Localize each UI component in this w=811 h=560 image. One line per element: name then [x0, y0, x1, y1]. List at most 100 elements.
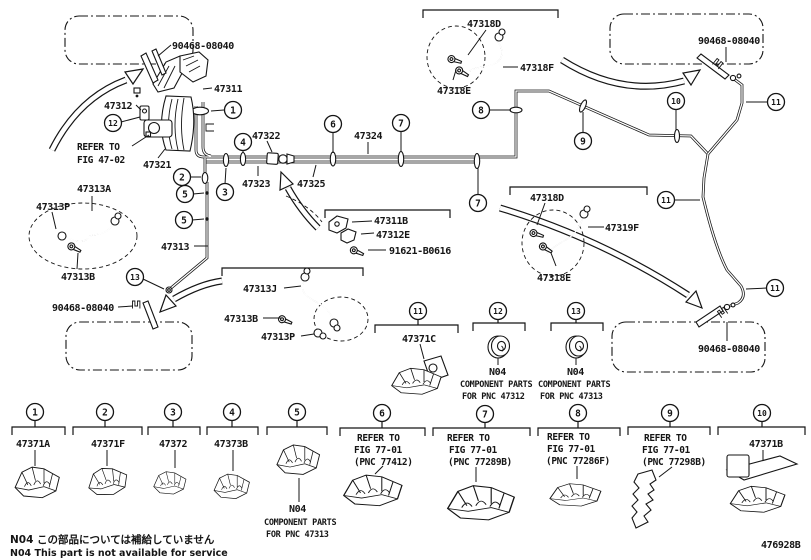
union-3 — [222, 152, 230, 168]
callout-10-num: 10 — [671, 97, 681, 106]
legend-6-refer: REFER TO — [357, 433, 400, 444]
label-47312E: 47312E — [376, 230, 410, 241]
legend-8-num: 8 — [575, 409, 581, 420]
clamp-point-9 — [578, 99, 588, 113]
pipe-unions — [165, 73, 742, 311]
callout-6-num: 6 — [330, 120, 336, 131]
label-47313J: 47313J — [243, 284, 277, 295]
part-47312-clip — [139, 105, 150, 121]
pipe-clip-point-5b — [205, 217, 209, 221]
pipe-end-bottom-right-2 — [730, 302, 736, 308]
label-47323: 47323 — [242, 179, 270, 190]
label-47318E-rear: 47318E — [537, 273, 571, 284]
bracket-g12 — [472, 320, 526, 331]
brake-pipe-network — [170, 77, 745, 308]
part-drawing-47371F — [86, 465, 129, 498]
label-47322: 47322 — [252, 131, 280, 142]
leader-lines — [51, 29, 768, 365]
detail-12-n04: N04 — [489, 367, 506, 378]
stud-bolt-rear-right — [695, 305, 729, 328]
callout-11c: 11 — [765, 278, 785, 298]
legend-8-refer: REFER TO — [547, 432, 590, 443]
label-47371B: 47371B — [749, 439, 783, 450]
label-47318F: 47318F — [520, 63, 554, 74]
part-drawing-47371B — [725, 454, 799, 513]
legend-part-drawings — [14, 444, 799, 529]
body-outline-rear-left — [65, 321, 193, 371]
bracket-47311B — [324, 209, 451, 218]
brake-pipe-main — [194, 89, 710, 159]
pipe-end-bottom-right — [723, 303, 731, 311]
part-drawing-item6 — [343, 474, 403, 507]
label-90468-rear-right: 90468-08040 — [698, 344, 760, 355]
label-47324: 47324 — [354, 131, 382, 142]
parts-47311B-group — [328, 215, 366, 259]
label-47313P-mid: 47313P — [261, 332, 295, 343]
callout-5a: 5 — [175, 184, 195, 204]
part-drawing-47373B — [213, 473, 250, 499]
label-47325: 47325 — [297, 179, 325, 190]
label-47371F: 47371F — [91, 439, 125, 450]
callout-4: 4 — [233, 132, 253, 152]
callout-13: 13 — [125, 267, 145, 287]
body-outline-front-right — [609, 13, 764, 65]
legend-9-refer: REFER TO — [644, 433, 687, 444]
callout-12: 12 — [103, 113, 123, 133]
label-47318D-front: 47318D — [467, 19, 501, 30]
callout-2: 2 — [172, 167, 192, 187]
label-47311: 47311 — [214, 84, 242, 95]
body-outlines — [64, 13, 766, 373]
legend-6-fig: FIG 77-01 — [354, 445, 403, 456]
detail-12-num: 12 — [493, 307, 503, 316]
note-japanese: N04 この部品については補給していません — [10, 533, 215, 546]
callout-9: 9 — [573, 131, 593, 151]
proportioning-valve — [143, 119, 173, 138]
callout-1: 1 — [223, 100, 243, 120]
body-outline-rear-right — [611, 321, 766, 373]
detail-11-num: 11 — [413, 307, 423, 316]
callout-5a-num: 5 — [182, 190, 188, 201]
legend-6-pnc: (PNC 77412) — [354, 457, 413, 468]
label-90468-front-left: 90468-08040 — [172, 41, 234, 52]
label-47313: 47313 — [161, 242, 189, 253]
legend-2-num: 2 — [102, 408, 108, 419]
callout-10: 10 — [666, 91, 686, 111]
label-47321: 47321 — [143, 160, 171, 171]
brake-pipe-right-lower — [701, 153, 745, 308]
part-drawing-47372 — [153, 471, 187, 495]
callout-8-num: 8 — [478, 106, 484, 117]
clamp-point-7a — [397, 150, 405, 168]
legend-8-pnc: (PNC 77286F) — [546, 456, 610, 467]
legend-9-num: 9 — [667, 409, 673, 420]
part-labels: 90468-08040 47311 47312 REFER TO FIG 47-… — [36, 19, 761, 355]
callout-5b: 5 — [174, 210, 194, 230]
callout-4-num: 4 — [240, 138, 246, 149]
union-4 — [239, 151, 247, 167]
callout-11a-num: 11 — [771, 98, 781, 107]
part-drawing-item9 — [631, 469, 657, 529]
legend-4-num: 4 — [229, 408, 235, 419]
bracket-47313J — [221, 267, 364, 276]
stud-bolt-front-left — [133, 48, 167, 98]
callouts: 1 2 3 4 5 5 6 7 7 8 9 10 11 11 11 12 13 — [103, 91, 786, 298]
pipe-end-top-right — [729, 74, 737, 82]
detail-13-line2: FOR PNC 47313 — [540, 392, 603, 402]
bracket-47318-front — [422, 9, 559, 18]
label-90468-front-right: 90468-08040 — [698, 36, 760, 47]
legend-row: 1 2 3 4 5 6 7 8 9 10 47371A 47371F 47372… — [11, 402, 806, 540]
legend-5-line2: FOR PNC 47313 — [266, 530, 329, 540]
label-47371C: 47371C — [402, 334, 436, 345]
group-brackets — [221, 9, 648, 333]
grommet-47313-icon — [565, 335, 589, 359]
callout-11b-num: 11 — [661, 196, 671, 205]
legend-callouts: 1 2 3 4 5 6 7 8 9 10 — [11, 402, 806, 436]
direction-arrow-center — [279, 170, 321, 231]
legend-7-pnc: (PNC 77289B) — [448, 457, 512, 468]
detail-group-12: 12 N04 COMPONENT PARTS FOR PNC 47312 — [460, 301, 533, 402]
direction-arrow-rear-left — [159, 277, 223, 314]
callout-6: 6 — [323, 114, 343, 134]
legend-8-fig: FIG 77-01 — [547, 444, 596, 455]
legend-6-num: 6 — [379, 409, 385, 420]
legend-9-fig: FIG 77-01 — [642, 445, 691, 456]
